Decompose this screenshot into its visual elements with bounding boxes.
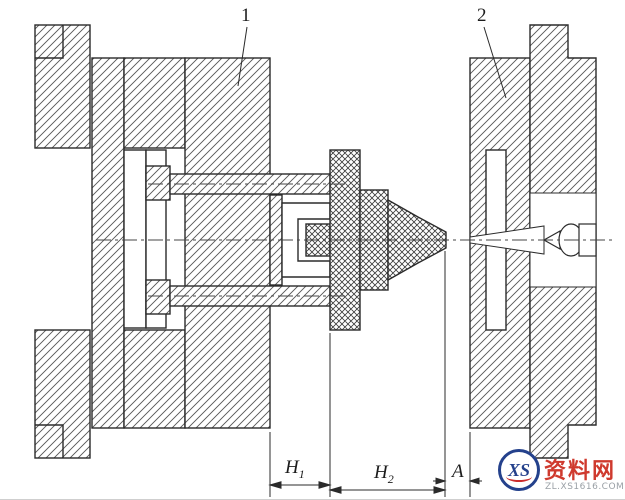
dimension-a: [433, 477, 482, 485]
watermark-site-url: ZL.XS1616.COM: [545, 482, 625, 492]
clamp-plate-top: [34, 24, 91, 149]
watermark-site-name: 资料网: [544, 459, 617, 484]
leader-part-2: [483, 26, 507, 99]
spacer-rail-top: [123, 57, 186, 149]
part-2-label: 2: [477, 5, 487, 26]
bolt-head-bottom: [145, 279, 171, 315]
part-1-label: 1: [241, 5, 251, 26]
spacer-rail-bottom: [123, 329, 186, 429]
back-plate: [91, 57, 125, 429]
dimensions: [268, 251, 482, 497]
clamp-plate-bottom: [34, 329, 91, 459]
dim-h1-label: H1: [285, 457, 305, 481]
watermark-logo-text: XS: [507, 459, 531, 480]
dim-a-label: A: [452, 461, 464, 482]
leader-lines: [237, 26, 507, 99]
dimension-h1: [268, 481, 332, 489]
bolt-head-top: [145, 165, 171, 201]
leader-part-1: [237, 26, 248, 87]
dimension-h2: [328, 486, 447, 494]
dim-h2-label: H2: [374, 462, 394, 486]
watermark-logo: XS: [498, 449, 540, 491]
moving-mold-plate: [184, 57, 271, 429]
centerlines: [96, 183, 612, 297]
